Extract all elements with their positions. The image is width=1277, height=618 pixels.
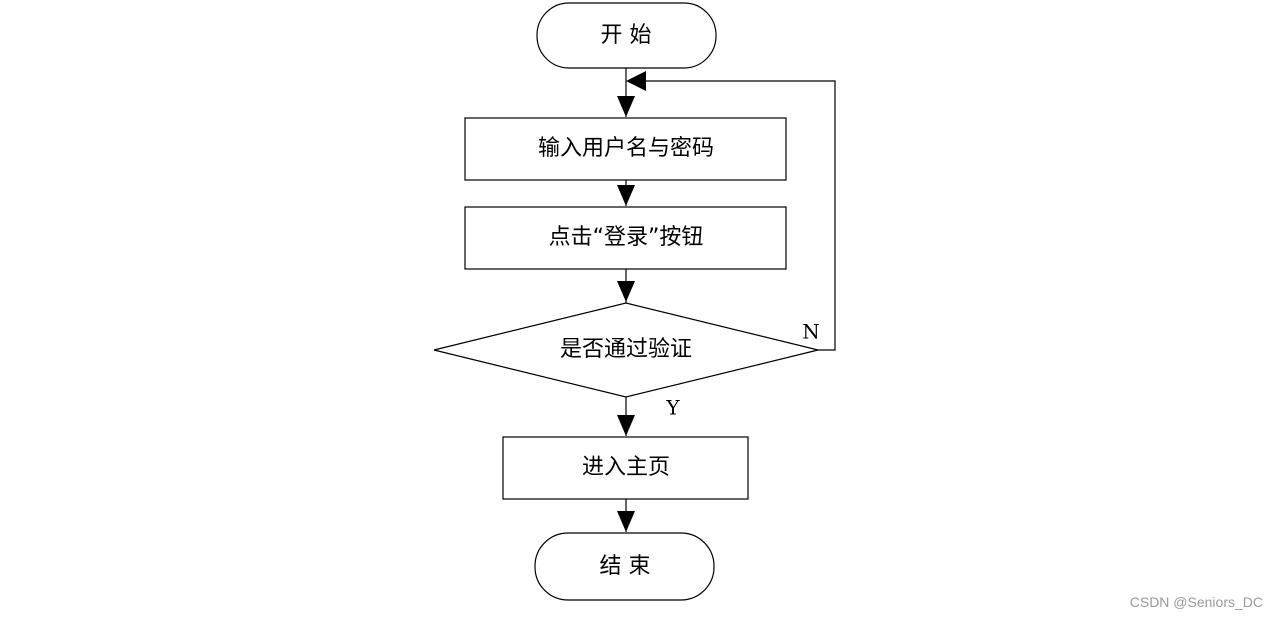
- arrowhead-end: [617, 511, 635, 532]
- end-label: 结 束: [600, 554, 651, 579]
- process-input-credentials: [464, 117, 787, 181]
- decision-label: 是否通过验证: [560, 337, 692, 362]
- start-label: 开 始: [601, 23, 652, 48]
- process-enter-home: [502, 436, 749, 500]
- enter-home-label: 进入主页: [582, 455, 670, 480]
- arrowhead-input: [617, 96, 635, 117]
- click-login-label: 点击“登录”按钮: [549, 225, 704, 250]
- label-yes: Y: [665, 396, 680, 420]
- watermark: CSDN @Seniors_DC: [1129, 594, 1263, 610]
- end-terminator: [534, 532, 715, 601]
- arrowhead-loop-back: [626, 71, 646, 91]
- label-no: N: [802, 320, 820, 344]
- arrowhead-home: [617, 415, 635, 436]
- input-credentials-label: 输入用户名与密码: [538, 136, 714, 161]
- loop-back-line: [646, 80, 836, 351]
- arrowhead-decision: [617, 281, 635, 302]
- arrowhead-click: [617, 185, 635, 206]
